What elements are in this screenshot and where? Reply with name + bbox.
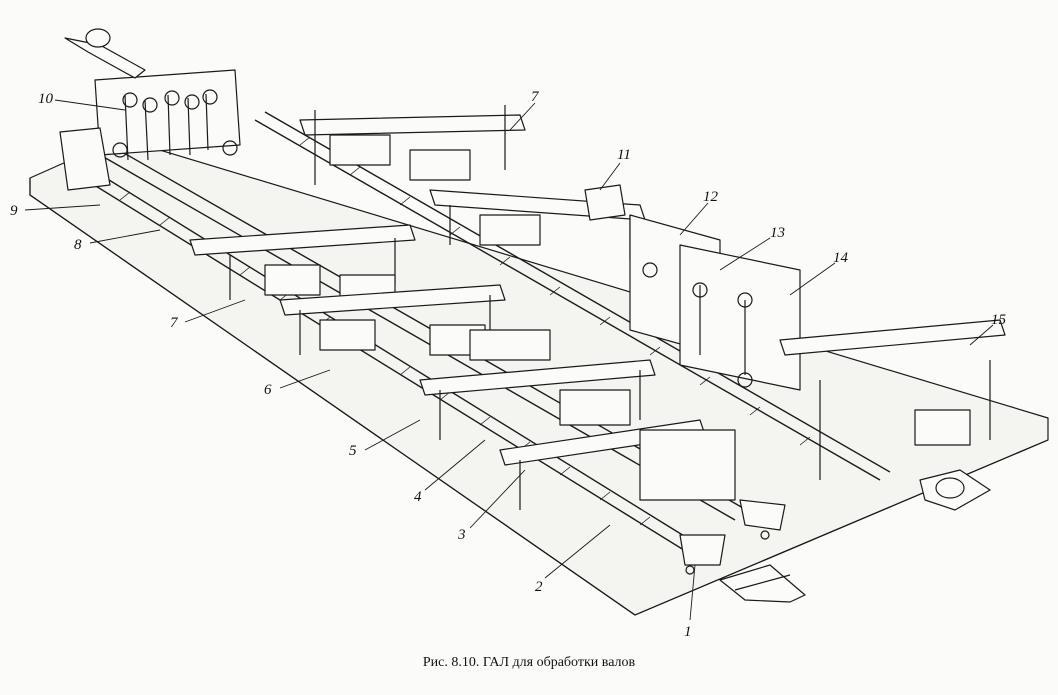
chip-carts [679, 499, 786, 575]
production-line-drawing [24, 28, 1049, 621]
callout-6: 6 [264, 382, 272, 398]
callout-12: 12 [703, 189, 718, 205]
callout-8: 8 [74, 237, 82, 253]
output-arrow-icon [919, 469, 991, 511]
callout-1: 1 [684, 624, 692, 640]
conveyor-rollers [119, 136, 811, 526]
callout-14: 14 [833, 250, 848, 266]
shaft-part-icon [719, 564, 806, 603]
callout-3: 3 [458, 527, 466, 543]
figure-caption: Рис. 8.10. ГАЛ для обработки валов [422, 655, 636, 670]
gantry-row-5 [499, 419, 736, 510]
floor-edge [29, 178, 1049, 616]
gantry-row-4 [419, 329, 656, 440]
callout-11: 11 [617, 147, 631, 163]
gantry-row-1 [299, 105, 526, 185]
output-gantry [779, 319, 1006, 480]
callout-15: 15 [991, 312, 1006, 328]
callout-4: 4 [414, 489, 422, 505]
input-arrow-icon [64, 28, 146, 79]
heat-treatment-units [584, 184, 801, 391]
leader-lines [24, 99, 994, 621]
callout-7-upper: 7 [531, 89, 539, 105]
callout-2: 2 [535, 579, 543, 595]
callout-10: 10 [38, 91, 53, 107]
gantry-row-3 [279, 284, 506, 356]
callout-7-lower: 7 [170, 315, 178, 331]
callout-9: 9 [10, 203, 18, 219]
callout-13: 13 [770, 225, 785, 241]
gantry-row-2 [189, 224, 416, 306]
callout-5: 5 [349, 443, 357, 459]
washing-machine [59, 69, 241, 191]
